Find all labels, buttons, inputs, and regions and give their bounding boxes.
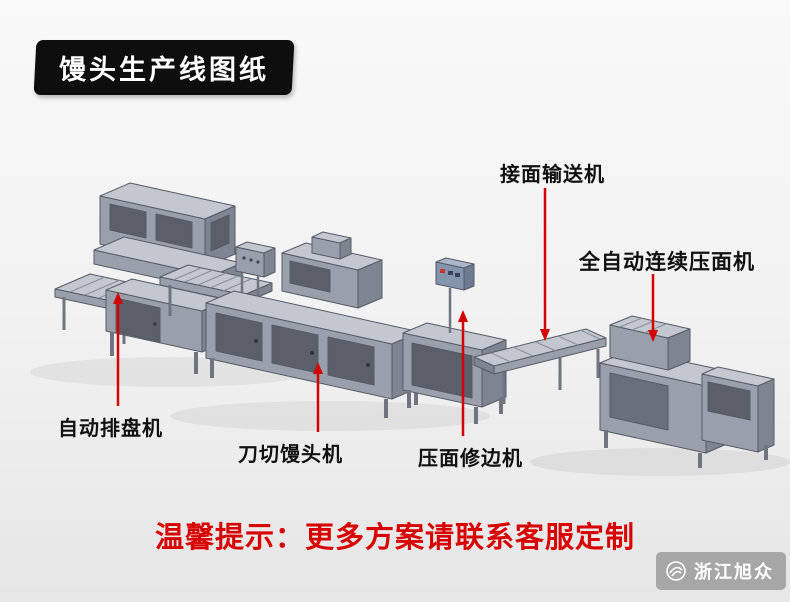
label-trimmer: 压面修边机 — [418, 448, 523, 470]
brand-logo-icon — [666, 561, 686, 581]
label-infeed-conveyor: 接面输送机 — [500, 164, 605, 186]
brand-watermark: 浙江旭众 — [656, 552, 786, 590]
machine-dough-press — [599, 315, 775, 468]
label-knife-cutter: 刀切馒头机 — [238, 444, 343, 466]
machine-trimmer — [402, 257, 507, 424]
callout-line-cutter — [313, 362, 323, 432]
footer-tip: 温馨提示：更多方案请联系客服定制 — [154, 522, 635, 554]
callout-line-conveyor — [540, 188, 550, 341]
callout-line-tray — [113, 292, 123, 406]
label-tray-arranger: 自动排盘机 — [58, 418, 163, 440]
machine-knife-cutter — [205, 231, 421, 418]
brand-name: 浙江旭众 — [694, 562, 774, 582]
label-dough-press: 全自动连续压面机 — [579, 251, 755, 274]
infeed-belt-conveyor — [473, 328, 607, 404]
callout-line-trimmer — [458, 310, 468, 436]
callout-line-press — [648, 274, 658, 342]
